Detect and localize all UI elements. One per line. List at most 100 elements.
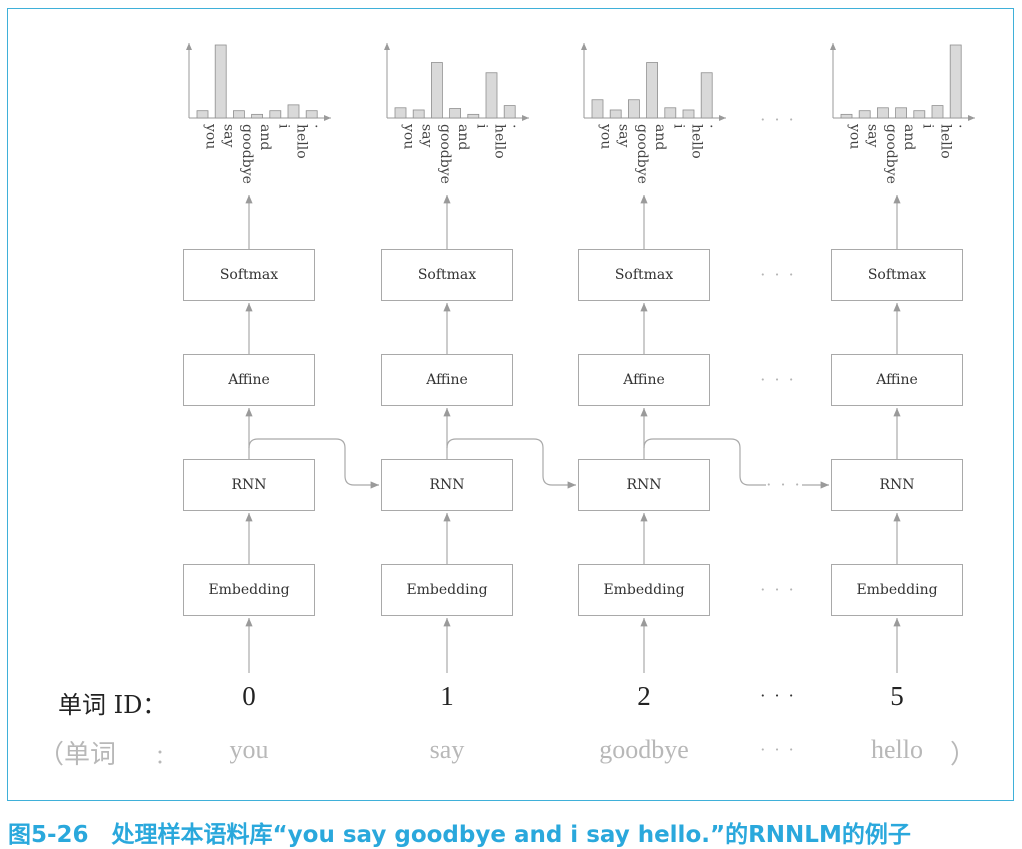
embedding-layer-box-0: Embedding	[183, 564, 315, 616]
ellipsis-embedding: · · ·	[760, 580, 796, 599]
prob-bar-goodbye	[430, 62, 443, 119]
ellipsis-charts: · · ·	[760, 110, 796, 129]
recurrent-line-2	[643, 438, 766, 486]
prob-bar-say	[214, 44, 227, 119]
prob-bar-i	[913, 110, 926, 119]
vocab-tick-label: say	[221, 124, 237, 148]
rnn-layer-box-0: RNN	[183, 459, 315, 511]
word-row-close: ）	[950, 740, 977, 770]
prob-bar-hello	[485, 72, 498, 119]
ellipsis-rnn: · · ·	[766, 475, 802, 494]
prob-bar-and	[646, 62, 658, 119]
softmax-layer-box-1: Softmax	[381, 249, 513, 301]
vocab-tick-label: say	[616, 124, 632, 148]
prob-bar-and	[449, 108, 462, 119]
vocab-tick-label: say	[419, 124, 435, 148]
word-3: hello	[871, 735, 923, 764]
prob-bar-you	[591, 99, 604, 119]
embedding-layer-box-3: Embedding	[831, 564, 963, 616]
word-id-1: 1	[440, 681, 454, 711]
prob-bar-goodbye	[628, 99, 640, 119]
word-1: say	[429, 735, 465, 764]
ellipsis-affine: · · ·	[760, 370, 796, 389]
prob-bar-and	[895, 107, 907, 119]
word-row-open: （单词	[38, 740, 117, 770]
vocab-tick-label: you	[203, 123, 219, 149]
figure-frame	[7, 8, 1014, 801]
vocab-tick-label: and	[455, 124, 471, 150]
softmax-layer-box-0: Softmax	[183, 249, 315, 301]
prob-bar-goodbye	[877, 107, 889, 119]
vocab-tick-label: hello	[938, 124, 954, 159]
prob-bar-you	[840, 113, 853, 119]
prob-bar-i	[664, 107, 677, 119]
vocab-tick-label: hello	[492, 124, 508, 159]
prob-bar-you	[196, 110, 209, 119]
vocab-tick-label: and	[652, 124, 668, 150]
ellipsis-word: · · ·	[760, 740, 796, 759]
rnn-layer-box-1: RNN	[381, 459, 513, 511]
affine-layer-box-0: Affine	[183, 354, 315, 406]
vocab-tick-label: hello	[294, 124, 310, 159]
word-2: goodbye	[599, 735, 689, 764]
rnn-layer-box-3: RNN	[831, 459, 963, 511]
vocab-tick-label: you	[847, 123, 863, 149]
vocab-tick-label: .	[956, 124, 972, 128]
vocab-tick-label: i	[670, 124, 686, 129]
embedding-layer-box-1: Embedding	[381, 564, 513, 616]
vocab-tick-label: you	[401, 123, 417, 149]
prob-bar-hello	[931, 105, 944, 119]
word-id-label: 单词 ID：	[58, 691, 167, 719]
prob-bar-goodbye	[232, 110, 245, 119]
vocab-tick-label: i	[473, 124, 489, 129]
prob-bar-i	[269, 110, 282, 119]
word-row-colon: ：	[155, 744, 175, 768]
affine-layer-box-3: Affine	[831, 354, 963, 406]
word-id-0: 0	[242, 681, 256, 711]
vocab-tick-label: and	[257, 124, 273, 150]
word-0: you	[229, 735, 269, 764]
vocab-tick-label: .	[312, 124, 328, 128]
softmax-layer-box-2: Softmax	[578, 249, 710, 301]
figure-caption: 图5-26 处理样本语料库“you say goodbye and i say …	[8, 822, 911, 848]
prob-bar-say	[858, 110, 871, 119]
recurrent-arrow-1	[446, 438, 576, 489]
prob-bar-say	[412, 109, 425, 119]
affine-layer-box-1: Affine	[381, 354, 513, 406]
vocab-tick-label: and	[901, 124, 917, 150]
vocab-tick-label: i	[919, 124, 935, 129]
prob-bar-and	[251, 113, 264, 119]
vocab-tick-label: say	[865, 124, 881, 148]
prob-bar-hello	[682, 109, 695, 119]
recurrent-arrow-0	[248, 438, 379, 489]
affine-layer-box-2: Affine	[578, 354, 710, 406]
word-id-2: 2	[637, 681, 651, 711]
prob-bar-.	[700, 72, 713, 119]
vocab-tick-label: i	[275, 124, 291, 129]
prob-bar-.	[305, 110, 318, 119]
vocab-tick-label: goodbye	[239, 124, 255, 184]
prob-bar-.	[503, 105, 516, 119]
word-id-3: 5	[890, 681, 904, 711]
vocab-tick-label: goodbye	[634, 124, 650, 184]
prob-bar-i	[467, 113, 480, 119]
vocab-tick-label: goodbye	[437, 124, 453, 184]
vocab-tick-label: hello	[689, 124, 705, 159]
ellipsis-id: · · ·	[760, 686, 796, 705]
connectors	[245, 195, 901, 673]
vocab-tick-label: you	[598, 123, 614, 149]
ellipsis-softmax: · · ·	[760, 265, 796, 284]
prob-bar-say	[609, 109, 622, 119]
prob-bar-hello	[287, 104, 300, 119]
embedding-layer-box-2: Embedding	[578, 564, 710, 616]
vocab-tick-label: .	[510, 124, 526, 128]
rnn-layer-box-2: RNN	[578, 459, 710, 511]
vocab-tick-label: goodbye	[883, 124, 899, 184]
softmax-layer-box-3: Softmax	[831, 249, 963, 301]
